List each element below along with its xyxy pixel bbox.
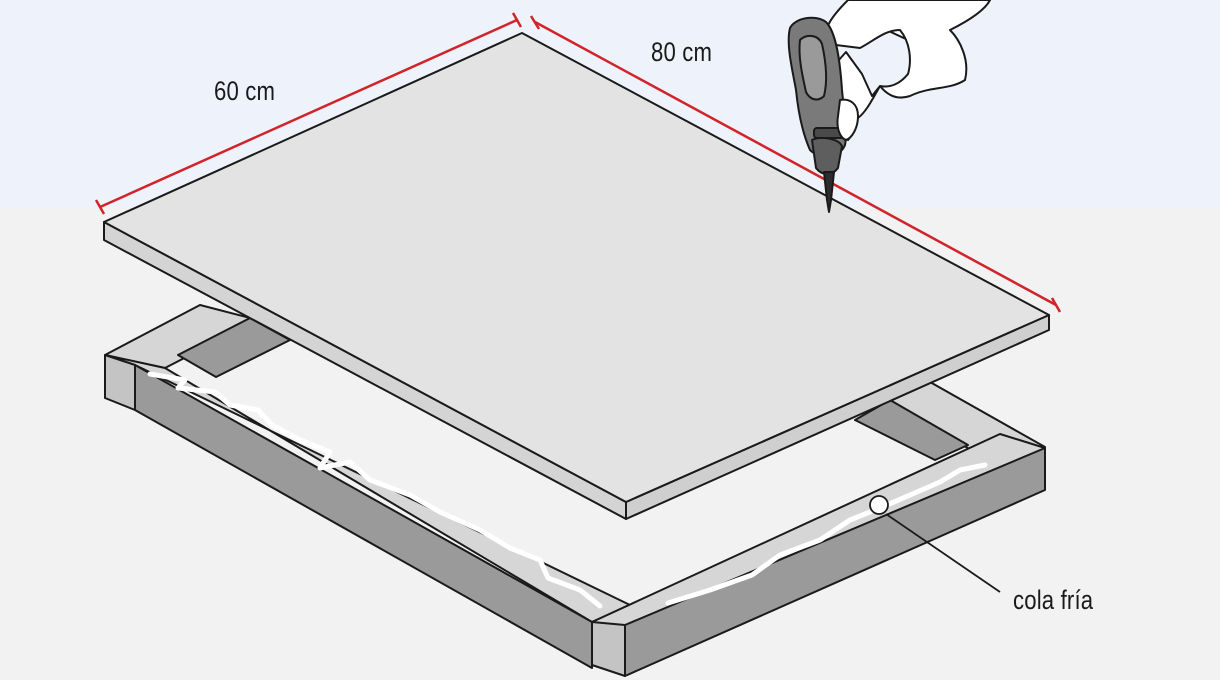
board-top-face [103,32,1050,503]
dimension-tick [1050,297,1062,313]
dimension-line-80cm [534,20,1057,307]
drill-chuck [811,137,843,175]
glue-bead-left [147,371,603,609]
cordless-drill-icon [787,16,859,213]
dimension-line-60cm [99,18,518,209]
dimension-tick [94,199,106,215]
dimension-label-length: 80 cm [651,37,713,67]
drill-handle-grip [798,34,828,101]
frame-left-rail-end [104,354,136,411]
callout-leader-line [885,513,1001,593]
dimension-lines [94,12,1062,313]
dimension-tick [511,12,523,28]
hand-finger [836,98,859,141]
glue-callout-label: cola fría [1013,585,1094,615]
drill-bit [823,171,835,213]
panel-board [103,32,1050,520]
glue-bead-right [665,462,988,606]
frame-corner-end [591,621,626,677]
callout-marker [869,495,889,515]
glue-bead [147,371,988,609]
dimension-label-width: 60 cm [214,76,276,106]
glue-callout [869,495,1001,593]
dimension-tick [529,15,541,30]
